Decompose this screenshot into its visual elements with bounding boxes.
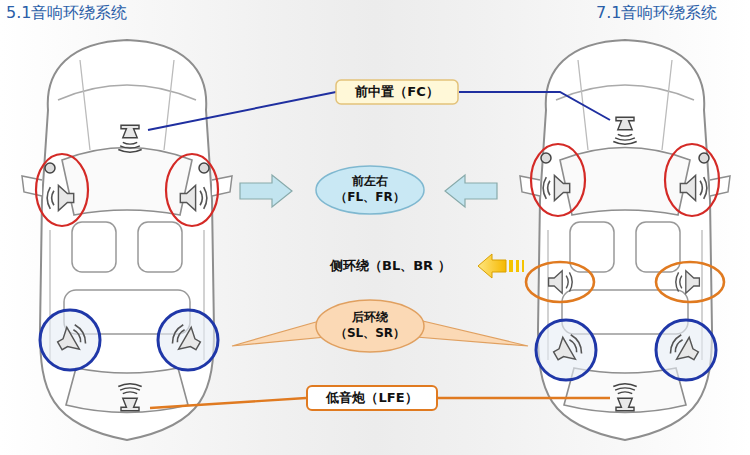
node-text: 后环绕 （SL、SR） xyxy=(330,310,410,341)
label-box: 低音炮（LFE） xyxy=(306,385,438,411)
rear-left-speaker xyxy=(550,332,586,367)
node-text: 低音炮（LFE） xyxy=(326,390,417,407)
car-7-1 xyxy=(520,40,730,440)
front-right-ring xyxy=(166,154,218,226)
rear-right-speaker xyxy=(169,322,205,357)
node-text: 前中置（FC） xyxy=(355,84,438,101)
leader-line xyxy=(150,398,306,408)
front-left-speaker xyxy=(47,185,74,210)
rear-left-ring xyxy=(40,310,100,370)
front-left-ring xyxy=(531,144,585,216)
node-shape xyxy=(316,166,424,214)
node-text: 前左右 （FL、FR） xyxy=(330,174,410,205)
node-shape xyxy=(307,386,437,410)
label-ellipse: 前左右 （FL、FR） xyxy=(315,165,425,215)
block-arrow xyxy=(240,175,292,207)
leader-line xyxy=(459,92,610,120)
leader-line xyxy=(438,397,610,399)
rear-right-ring xyxy=(656,320,716,380)
side-arrow xyxy=(478,254,524,278)
subwoofer xyxy=(613,384,636,411)
front-right-ring xyxy=(665,144,719,216)
subwoofer xyxy=(118,384,141,411)
front-right-speaker xyxy=(180,185,207,210)
node-shape xyxy=(316,300,424,352)
front-right-speaker xyxy=(680,175,707,200)
block-arrow xyxy=(445,175,497,207)
rear-left-speaker xyxy=(54,322,90,357)
title-text: 7.1音响环绕系统 xyxy=(596,3,717,24)
node-shape xyxy=(336,80,458,104)
center-speaker xyxy=(118,125,141,152)
front-left-speaker xyxy=(543,175,570,200)
side-left-ring xyxy=(526,262,594,302)
leader-line xyxy=(148,92,336,130)
side-left-speaker xyxy=(549,271,573,293)
side-right-ring xyxy=(656,262,724,302)
callout-ellipse: 后环绕 （SL、SR） xyxy=(315,299,425,353)
center-speaker xyxy=(613,117,636,144)
tweeter xyxy=(541,153,551,163)
title-text: 5.1音响环绕系统 xyxy=(6,3,127,24)
tweeter xyxy=(699,153,709,163)
car-5-1 xyxy=(22,40,232,440)
front-left-ring xyxy=(36,154,88,226)
rear-right-speaker xyxy=(667,332,703,367)
tweeter xyxy=(199,163,209,173)
rear-right-ring xyxy=(158,310,218,370)
car-body xyxy=(22,40,232,440)
label-box: 前中置（FC） xyxy=(335,79,459,105)
rear-left-ring xyxy=(536,320,596,380)
car-body xyxy=(520,40,730,440)
side-right-speaker xyxy=(676,271,700,293)
side-surround-label: 侧环绕（BL、BR ） xyxy=(330,257,451,275)
tweeter xyxy=(45,163,55,173)
